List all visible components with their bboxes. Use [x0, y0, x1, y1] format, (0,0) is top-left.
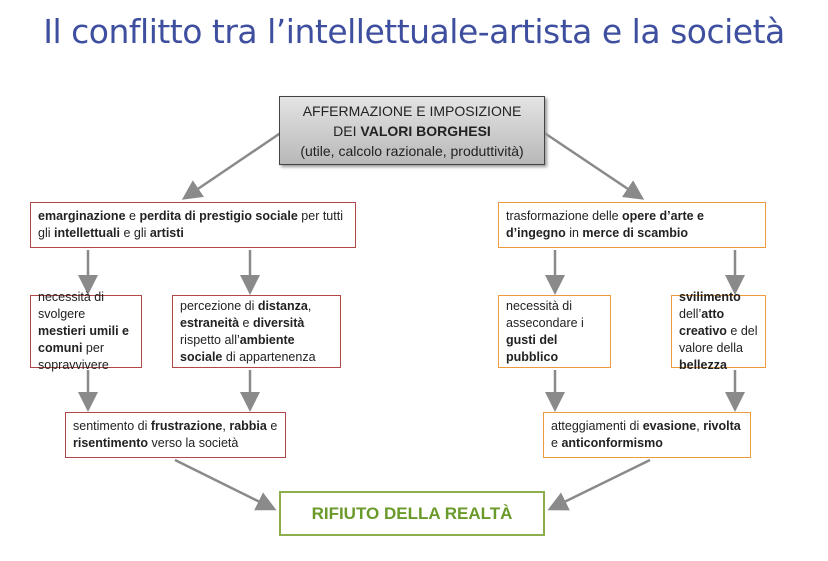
bold-text: bellezza: [679, 358, 727, 372]
text: e: [551, 436, 562, 450]
text: necessità di assecondare i: [506, 298, 584, 330]
text: e: [239, 315, 253, 330]
bold-text: emarginazione: [38, 209, 126, 223]
arrow: [181, 130, 283, 200]
bold-text: rabbia: [229, 419, 267, 433]
text: AFFERMAZIONE E IMPOSIZIONE: [302, 102, 522, 119]
text: necessità di svolgere: [38, 290, 105, 321]
bold-text: risentimento: [73, 436, 149, 450]
box-rifiuto-realta: RIFIUTO DELLA REALTÀ: [279, 491, 545, 536]
text: percezione di: [180, 298, 258, 313]
text: per tutti gli: [38, 209, 343, 240]
text: DEI: [333, 122, 361, 139]
final-label: RIFIUTO DELLA REALTÀ: [311, 504, 513, 523]
text: sentimento di: [73, 419, 151, 433]
arrow: [542, 130, 645, 200]
box-svilimento: svilimento dell’atto creativo e del valo…: [671, 290, 766, 372]
bold-text: perdita di prestigio sociale: [139, 209, 298, 223]
bold-text: atto creativo: [679, 307, 727, 338]
bold-text: evasione: [642, 419, 697, 433]
bold-text: intellettuali: [53, 226, 120, 240]
bold-text: gusti del pubblico: [506, 332, 559, 364]
text: atteggiamenti di: [551, 419, 643, 433]
text: per sopravvivere: [38, 341, 109, 372]
box-distanza: percezione di distanza, estraneità e div…: [172, 295, 341, 368]
text: e: [125, 209, 140, 223]
box-mestieri: necessità di svolgere mestieri umili e c…: [30, 290, 142, 372]
text: in: [565, 226, 583, 240]
bold-text: diversità: [252, 315, 305, 330]
bold-text: frustrazione: [150, 419, 223, 433]
bold-text: svilimento: [679, 290, 741, 304]
slide-title: Il conflitto tra l’intellettuale-artista…: [43, 12, 785, 51]
box-frustrazione: sentimento di frustrazione, rabbia e ris…: [65, 412, 286, 458]
box-emarginazione: emarginazione e perdita di prestigio soc…: [30, 202, 356, 248]
bold-text: anticonformismo: [561, 436, 663, 450]
bold-text: opere d’arte e d’ingegno: [506, 209, 705, 240]
text: e: [266, 419, 278, 433]
box-gusti: necessità di assecondare i gusti del pub…: [498, 295, 611, 368]
text: ,: [696, 419, 704, 433]
text: dell’: [679, 307, 702, 321]
bold-text: estraneità: [180, 315, 240, 330]
bold-text: merce di scambio: [582, 226, 689, 240]
text: verso la società: [148, 436, 239, 450]
arrow: [174, 458, 277, 511]
text: (utile, calcolo razionale, produttività): [300, 142, 524, 159]
bold-text: ambiente sociale: [180, 332, 295, 364]
text: ,: [222, 419, 230, 433]
text: di appartenenza: [222, 349, 316, 364]
bold-text: artisti: [149, 226, 184, 240]
text: rispetto all’: [180, 332, 240, 347]
text: e gli: [119, 226, 150, 240]
text: ,: [307, 298, 312, 313]
bold-text: distanza: [257, 298, 308, 313]
box-evasione: atteggiamenti di evasione, rivolta e ant…: [543, 412, 751, 458]
bold-text: rivolta: [703, 419, 741, 433]
arrow: [547, 458, 651, 511]
bold-text: mestieri umili e comuni: [38, 324, 130, 355]
text: e del valore della: [679, 324, 758, 355]
box-trasformazione: trasformazione delle opere d’arte e d’in…: [498, 202, 766, 248]
text: trasformazione delle: [506, 209, 623, 223]
box-valori-borghesi: AFFERMAZIONE E IMPOSIZIONE DEI VALORI BOR…: [279, 96, 545, 165]
bold-text: VALORI BORGHESI: [360, 122, 491, 139]
